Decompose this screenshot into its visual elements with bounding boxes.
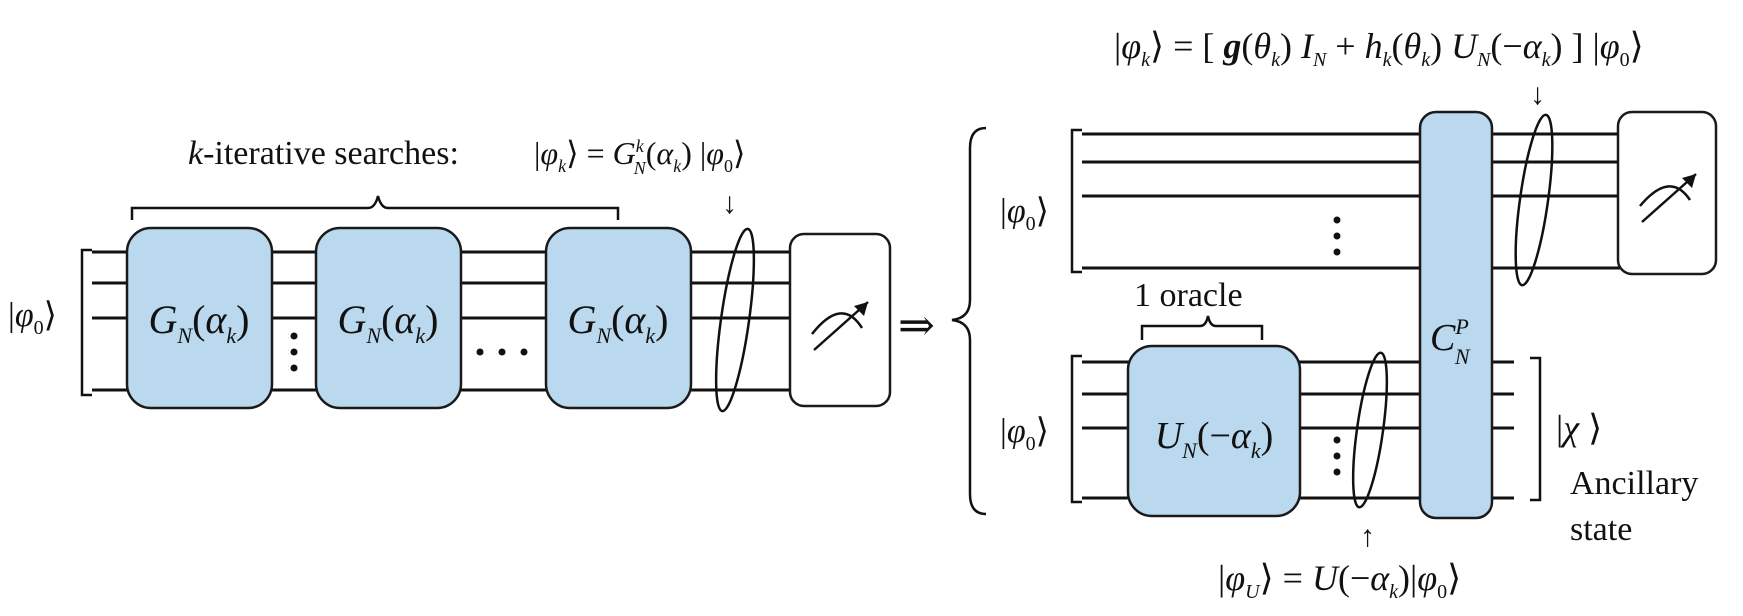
left-gate-2-label: GN(αk) xyxy=(338,297,439,348)
ancilla-bracket xyxy=(1530,356,1542,502)
left-gate-1: GN(αk) xyxy=(125,226,274,410)
left-gate-1-label: GN(αk) xyxy=(149,297,250,348)
right-top-output-grouping xyxy=(1514,113,1554,287)
right-top-wires xyxy=(1082,132,1620,270)
right-bottom-grouping xyxy=(1351,351,1389,509)
right-top-bracket xyxy=(1070,128,1082,274)
right-top-arrow: ↓ xyxy=(1530,78,1545,111)
gates-brace xyxy=(130,195,620,220)
left-measurement xyxy=(788,232,892,408)
right-bottom-input-state: |φ0⟩ xyxy=(1000,413,1049,455)
oracle-gate-label: UN(−αk) xyxy=(1155,415,1274,463)
left-input-bracket xyxy=(80,248,92,397)
oracle-label: 1 oracle xyxy=(1134,277,1243,314)
right-top-vertical-dots xyxy=(1333,216,1341,256)
meter-arc-left xyxy=(811,312,864,335)
oracle-gate: UN(−αk) xyxy=(1126,344,1302,518)
left-vertical-dots xyxy=(290,332,298,372)
left-heading: k-iterative searches: xyxy=(188,135,459,172)
right-measurement xyxy=(1616,110,1718,276)
ancilla-state: |χ ⟩ xyxy=(1556,408,1602,448)
left-output-grouping xyxy=(714,227,756,413)
left-output-arrow: ↓ xyxy=(722,187,737,220)
left-gate-2: GN(αk) xyxy=(314,226,463,410)
left-gate-3: GN(αk) xyxy=(544,226,693,410)
left-input-state: |φ0⟩ xyxy=(8,297,57,339)
oracle-brace xyxy=(1140,315,1264,340)
left-gate-3-label: GN(αk) xyxy=(568,297,669,348)
meter-arc-right xyxy=(1639,185,1692,207)
implies-arrow: ⇒ xyxy=(898,301,935,350)
ancilla-caption-line2: state xyxy=(1570,511,1632,548)
right-top-input-state: |φ0⟩ xyxy=(1000,193,1049,235)
right-bottom-bracket xyxy=(1070,354,1082,504)
right-bottom-vertical-dots xyxy=(1333,436,1341,476)
right-big-brace xyxy=(951,126,987,516)
left-ellipsis xyxy=(476,348,528,356)
right-top-equation: |φk⟩ = [ g(θk) IN + hk(θk) UN(−αk) ] |φ0… xyxy=(1114,26,1644,71)
right-circuit: |φk⟩ = [ g(θk) IN + hk(θk) UN(−αk) ] |φ0… xyxy=(1000,26,1718,603)
ancilla-caption-line1: Ancillary xyxy=(1570,465,1698,502)
right-bottom-arrow: ↑ xyxy=(1360,520,1375,553)
right-bottom-equation: |φU⟩ = U(−αk)|φ0⟩ xyxy=(1218,558,1461,603)
